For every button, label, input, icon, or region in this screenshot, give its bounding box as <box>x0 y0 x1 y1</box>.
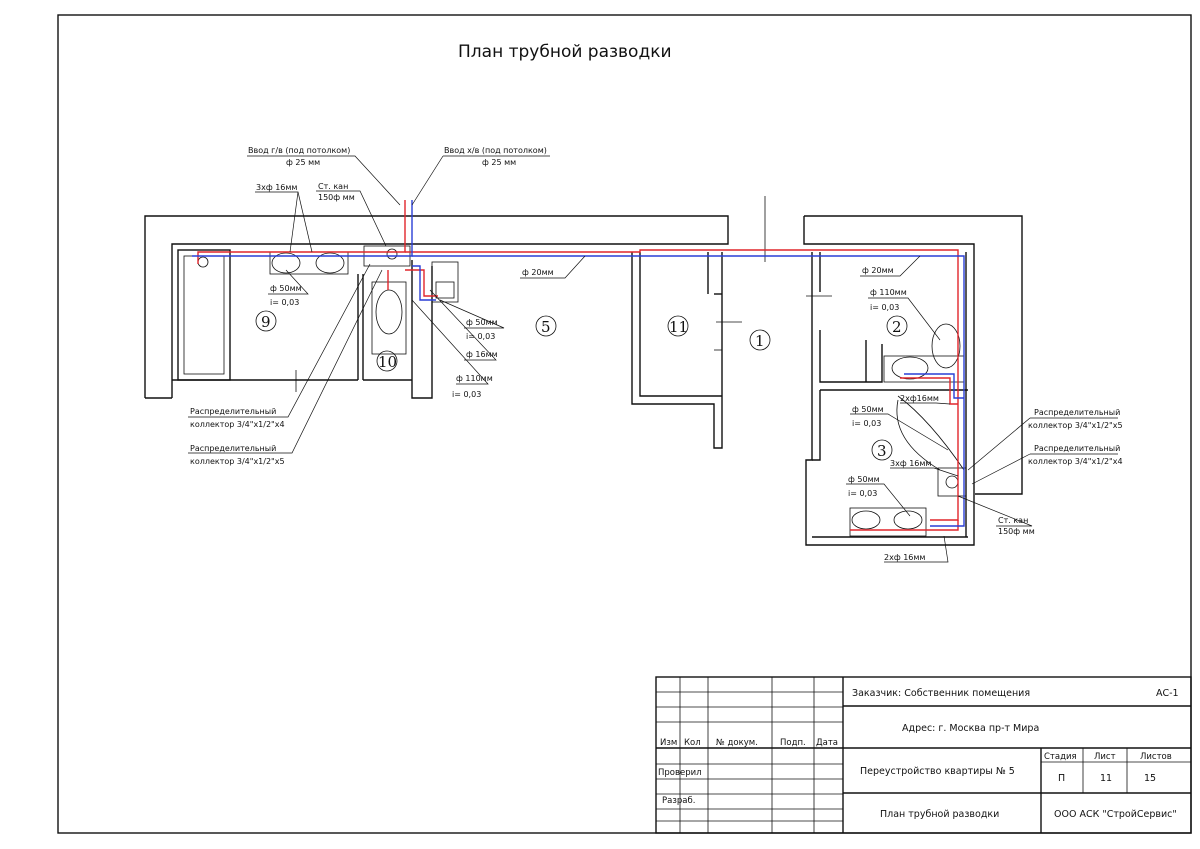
pipes-3x16-label-b: 3хф 16мм <box>890 459 931 468</box>
pipes-2x16-label-b: 2хф 16мм <box>884 553 925 562</box>
cold-water-pipes <box>192 200 965 527</box>
d110-label-a: ф 110мм <box>456 374 493 383</box>
room-11: 11 <box>669 318 688 336</box>
slope-label-a: i= 0,03 <box>270 298 299 307</box>
title-block: Изм Кол № докум. Подп. Дата Проверил Раз… <box>655 676 1192 834</box>
tb-code: АС-1 <box>1156 688 1179 699</box>
slope-label-f: i= 0,03 <box>848 489 877 498</box>
tb-developed: Разраб. <box>662 796 695 806</box>
collector-c-line1: Распределительный <box>1034 408 1120 417</box>
tb-header-doc: № докум. <box>716 738 758 748</box>
stack-b-dia: 150ф мм <box>998 527 1035 536</box>
tb-company: ООО АСК "СтройСервис" <box>1054 809 1177 820</box>
tb-sheet: 11 <box>1100 773 1112 784</box>
room-2: 2 <box>892 318 902 336</box>
d20-label-b: ф 20мм <box>862 266 894 275</box>
slope-label-c: i= 0,03 <box>452 390 481 399</box>
room-9: 9 <box>261 313 271 331</box>
tb-sheet-label: Лист <box>1094 752 1116 762</box>
d50-label-b: ф 50мм <box>466 318 498 327</box>
annotations: Ввод г/в (под потолком) ф 25 мм Ввод х/в… <box>190 146 1123 562</box>
stack-b-label: Ст. кан <box>998 516 1028 525</box>
room-3: 3 <box>877 442 887 460</box>
drawing-title: План трубной разводки <box>458 42 672 62</box>
tb-header-date: Дата <box>816 738 838 748</box>
tb-sheets-label: Листов <box>1140 752 1172 762</box>
room-1: 1 <box>755 332 765 350</box>
d16-label: ф 16мм <box>466 350 498 359</box>
hot-water-pipes <box>197 200 959 531</box>
tb-sheet-name: План трубной разводки <box>880 809 999 820</box>
leader-lines <box>188 155 1118 563</box>
slope-label-d: i= 0,03 <box>870 303 899 312</box>
collector-b-line2: коллектор 3/4"х1/2"х5 <box>190 457 285 466</box>
collector-a-line1: Распределительный <box>190 407 276 416</box>
room-5: 5 <box>541 318 551 336</box>
collector-c-line2: коллектор 3/4"х1/2"х5 <box>1028 421 1123 430</box>
pipes-3x16-label-a: 3хф 16мм <box>256 183 297 192</box>
tb-stage: П <box>1058 773 1065 784</box>
d20-label-a: ф 20мм <box>522 268 554 277</box>
tb-header-change: Изм <box>660 738 677 748</box>
slope-label-e: i= 0,03 <box>852 419 881 428</box>
sheet-frame <box>57 14 1192 834</box>
hot-inlet-dia: ф 25 мм <box>286 158 320 167</box>
tb-checked: Проверил <box>658 768 702 778</box>
stack-a-label: Ст. кан <box>318 182 348 191</box>
d110-label-b: ф 110мм <box>870 288 907 297</box>
tb-address: Адрес: г. Москва пр-т Мира <box>902 723 1039 734</box>
tb-header-sign: Подп. <box>780 738 806 748</box>
stack-a-dia: 150ф мм <box>318 193 355 202</box>
collector-b-line1: Распределительный <box>190 444 276 453</box>
hot-inlet-label: Ввод г/в (под потолком) <box>248 146 350 155</box>
slope-label-b: i= 0,03 <box>466 332 495 341</box>
room-numbers: 9 10 5 11 1 2 3 <box>255 310 908 461</box>
tb-stage-label: Стадия <box>1044 752 1077 762</box>
collector-d-line1: Распределительный <box>1034 444 1120 453</box>
walls <box>144 196 1023 546</box>
room-10: 10 <box>378 353 397 371</box>
collector-a-line2: коллектор 3/4"х1/2"х4 <box>190 420 285 429</box>
tb-sheets: 15 <box>1144 773 1156 784</box>
tb-project: Переустройство квартиры № 5 <box>860 766 1015 777</box>
d50-label-c: ф 50мм <box>852 405 884 414</box>
tb-header-count: Кол <box>684 738 701 748</box>
d50-label-a: ф 50мм <box>270 284 302 293</box>
tb-customer: Заказчик: Собственник помещения <box>852 688 1030 699</box>
pipes-2x16-label-a: 2хф16мм <box>900 394 939 403</box>
cold-inlet-label: Ввод х/в (под потолком) <box>444 146 547 155</box>
collector-d-line2: коллектор 3/4"х1/2"х4 <box>1028 457 1123 466</box>
d50-label-d: ф 50мм <box>848 475 880 484</box>
cold-inlet-dia: ф 25 мм <box>482 158 516 167</box>
